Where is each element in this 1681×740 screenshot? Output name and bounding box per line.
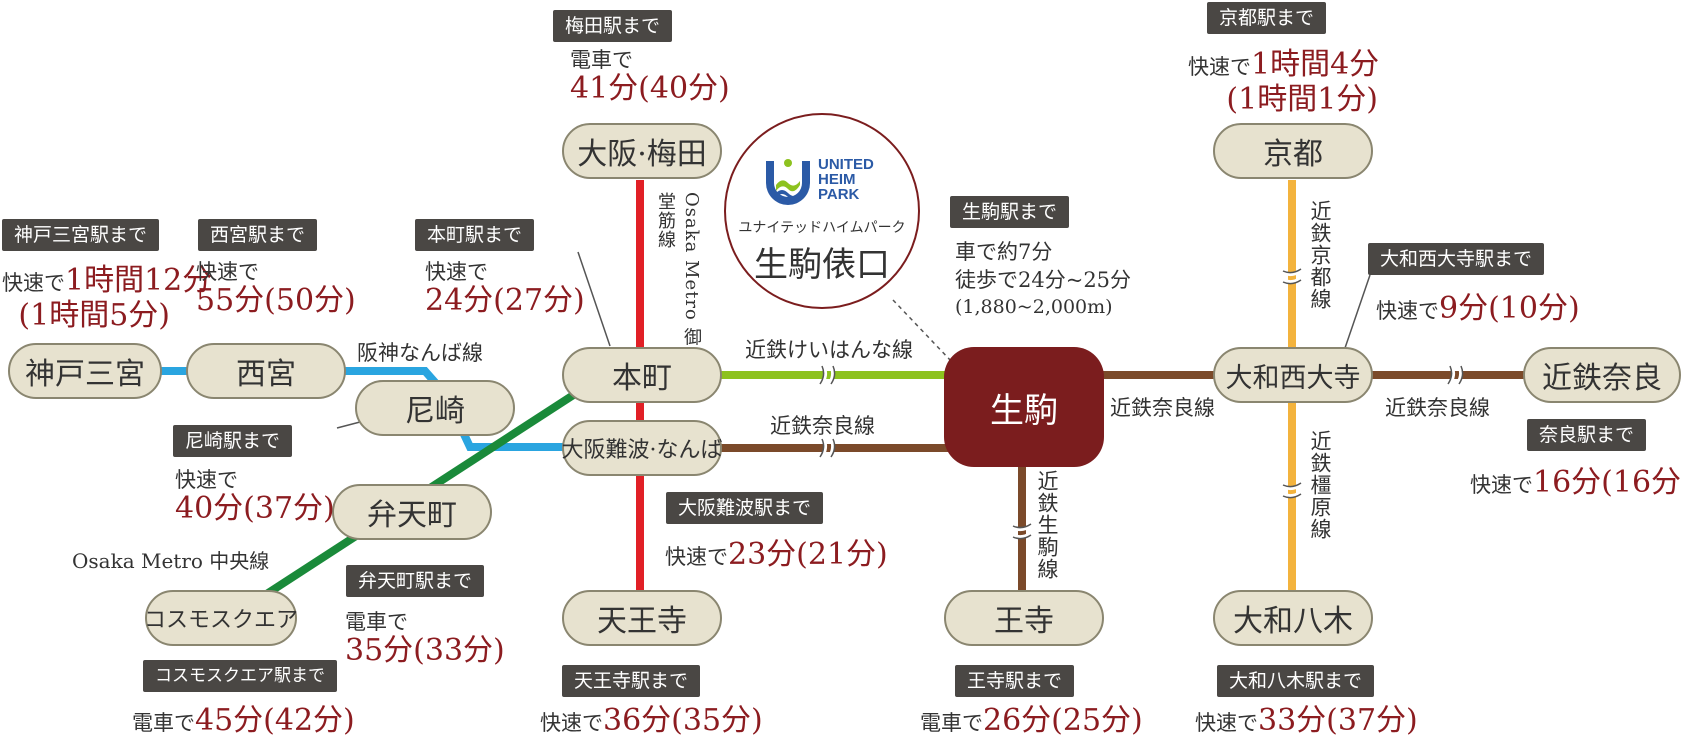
line-break-marks: [820, 269, 1463, 539]
info-amagasaki: 快速で 40分(37分): [175, 468, 335, 527]
tag-ikoma: 生駒駅まで: [950, 196, 1070, 228]
info-yagi: 快速で33分(37分): [1195, 703, 1418, 738]
united-heim-park-logo-icon: [766, 159, 810, 205]
info-umeda: 電車で 41分(40分): [570, 48, 730, 107]
label-hanshin-line: 阪神なんば線: [357, 341, 483, 365]
logo-subtitle: ユナイテッドハイムパーク: [738, 220, 906, 236]
station-osaka-namba[interactable]: 大阪難波·なんば: [562, 420, 723, 476]
logo-leader: [892, 299, 953, 363]
station-nishinomiya[interactable]: 西宮: [186, 343, 346, 399]
station-kyoto[interactable]: 京都: [1213, 123, 1373, 179]
label-nara-line-mid: 近鉄奈良線: [1110, 396, 1215, 420]
label-nara-line-east: 近鉄奈良線: [1385, 396, 1490, 420]
station-ouji[interactable]: 王寺: [944, 590, 1104, 646]
station-tennoji[interactable]: 天王寺: [562, 590, 722, 646]
info-ikoma: 車で約7分 徒歩で24分~25分 (1,880~2,000m): [955, 240, 1132, 318]
info-namba: 快速で23分(21分): [665, 537, 888, 572]
tag-amagasaki: 尼崎駅まで: [173, 425, 293, 457]
station-honmachi[interactable]: 本町: [562, 347, 722, 403]
label-keihanna-line: 近鉄けいはんな線: [745, 338, 913, 362]
info-ouji: 電車で26分(25分): [920, 703, 1143, 738]
label-chuo-line: Osaka Metro 中央線: [72, 549, 270, 573]
info-bentencho: 電車で 35分(33分): [345, 610, 505, 669]
leader-lines: [336, 251, 1371, 429]
tag-nishinomiya: 西宮駅まで: [198, 219, 318, 251]
logo-property-name: 生駒俵口: [754, 245, 890, 285]
station-amagasaki[interactable]: 尼崎: [355, 380, 515, 436]
tag-cosmo: コスモスクエア駅まで: [143, 660, 337, 692]
info-cosmo: 電車で45分(42分): [132, 703, 355, 738]
tag-kyoto: 京都駅まで: [1207, 2, 1327, 34]
label-kyoto-line: 近鉄京都線: [1308, 200, 1332, 310]
tag-ouji: 王寺駅まで: [955, 665, 1075, 697]
label-ikoma-line: 近鉄生駒線: [1035, 470, 1059, 580]
tag-honmachi: 本町駅まで: [415, 219, 535, 251]
label-midosuji-line: Osaka Metro 御堂筋線: [655, 192, 702, 347]
label-kashihara-line: 近鉄橿原線: [1308, 430, 1332, 540]
tag-nara: 奈良駅まで: [1527, 419, 1647, 451]
station-yamato-saidaiji[interactable]: 大和西大寺: [1213, 347, 1373, 403]
brand-wordmark: UNITED HEIM PARK: [818, 156, 874, 203]
tag-tennoji: 天王寺駅まで: [562, 665, 701, 697]
station-ikoma-hub[interactable]: 生駒: [944, 347, 1104, 467]
tag-yagi: 大和八木駅まで: [1217, 665, 1375, 697]
line-break-marks-outline: [819, 268, 1464, 540]
station-kobe-sannomiya[interactable]: 神戸三宮: [8, 343, 162, 399]
station-osaka-umeda[interactable]: 大阪·梅田: [562, 123, 722, 179]
tag-umeda: 梅田駅まで: [553, 10, 673, 42]
info-tennoji: 快速で36分(35分): [540, 703, 763, 738]
station-kintetsu-nara[interactable]: 近鉄奈良: [1523, 347, 1681, 403]
info-honmachi: 快速で 24分(27分): [425, 260, 585, 319]
property-logo-badge: UNITED HEIM PARK ユナイテッドハイムパーク 生駒俵口: [724, 113, 920, 309]
info-saidaiji: 快速で9分(10分): [1376, 291, 1580, 326]
station-bentencho[interactable]: 弁天町: [332, 484, 492, 540]
tag-bentencho: 弁天町駅まで: [346, 565, 485, 597]
tag-kobe: 神戸三宮駅まで: [2, 219, 160, 251]
label-nara-line-west: 近鉄奈良線: [770, 414, 875, 438]
station-yamato-yagi[interactable]: 大和八木: [1213, 590, 1373, 646]
info-kyoto: 快速で1時間4分 (1時間1分): [1188, 47, 1380, 117]
station-cosmo-square[interactable]: コスモスクエア: [144, 590, 298, 646]
info-nishinomiya: 快速で 55分(50分): [196, 260, 356, 319]
tag-namba: 大阪難波駅まで: [666, 492, 824, 524]
info-kobe: 快速で1時間12分 (1時間5分): [2, 263, 213, 333]
info-nara: 快速で16分(16分): [1470, 465, 1681, 500]
tag-saidaiji: 大和西大寺駅まで: [1368, 243, 1545, 275]
